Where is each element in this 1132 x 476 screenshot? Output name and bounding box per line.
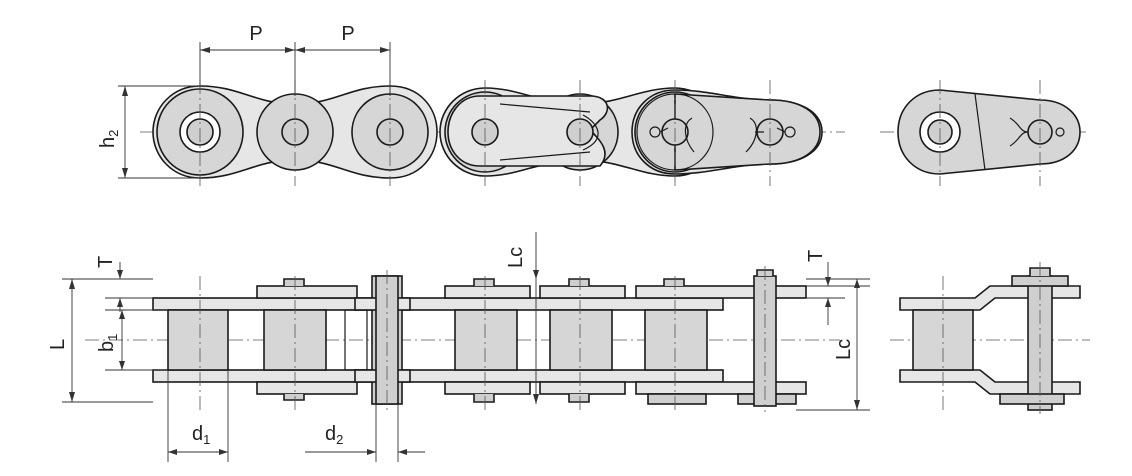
outer-plate-bottom-1 [256,381,358,395]
offset-plate-bottom-plan [899,369,1081,395]
offset-link-plan-view [890,262,1090,414]
plate-thickness-dimension: T [88,256,153,312]
offset-link-side-view [880,80,1090,186]
pin-head-top-2 [473,278,495,286]
pin-head-top-1 [283,278,305,286]
pin-head-top-3 [568,278,590,286]
roller-diameter-label: d1 [192,423,210,447]
offset-plate [897,89,1081,175]
pin-head-bottom-2 [473,394,495,403]
roller-diameter-dimension: d1 [167,370,229,462]
pitch-label-left: P [249,23,262,45]
inner-width-label: b1 [96,334,120,352]
outer-plate-end [674,93,821,171]
outer-plate-top-1 [256,285,358,299]
roller-3 [454,309,518,371]
plate-height-dimension: h2 [97,85,200,179]
cotter-head-bottom-4 [647,393,707,405]
inner-plate-top [152,297,724,311]
pitch-dimension: P P [199,23,391,96]
connector-length-dimension: Lc [505,232,539,404]
inner-width-dimension: b1 [96,309,168,371]
cotter-pin-left [649,117,695,153]
outer-plate-bottom-4 [635,381,807,395]
offset-thickness-label: T [805,250,827,262]
outer-plate-top-2 [444,285,531,299]
pin-diameter-dimension: d2 [305,404,425,462]
offset-plate-bend [974,93,986,171]
inner-plate-bottom [152,369,724,383]
pin-diameter-label: d2 [325,423,343,447]
outer-plate-bottom-3 [539,381,626,395]
pin-head-top-4 [663,278,685,286]
chain-plan-view: T b1 L Lc [47,232,870,462]
offset-connector-length-label: Lc [833,339,855,360]
roller-5 [644,309,708,371]
roller-4 [549,309,613,371]
offset-thickness-dimension: T [805,250,870,325]
overall-length-dimension: L [47,278,153,403]
spring-clip-plate [447,95,609,167]
plate-thickness-label: T [95,256,117,268]
pitch-label-right: P [341,23,354,45]
spring-clip-arm [499,103,599,161]
offset-connector-length-dimension: Lc [796,278,870,411]
outer-plate-top-3 [539,285,626,299]
offset-plate-top-plan [899,285,1081,311]
chain-side-view: P P h2 [97,23,845,186]
cotter-pin-right [745,117,796,153]
pin-head-bottom-3 [568,394,590,403]
overall-length-label: L [47,339,69,350]
offset-cotter-head [999,393,1065,405]
roller-1 [167,309,229,371]
plate-height-label: h2 [97,130,121,148]
connector-length-label: Lc [505,247,527,268]
offset-cotter-pin [1009,117,1065,147]
outer-plate-top-4 [635,285,807,299]
pin-head-bottom-1 [283,394,305,401]
outer-plate-bottom-2 [444,381,531,395]
